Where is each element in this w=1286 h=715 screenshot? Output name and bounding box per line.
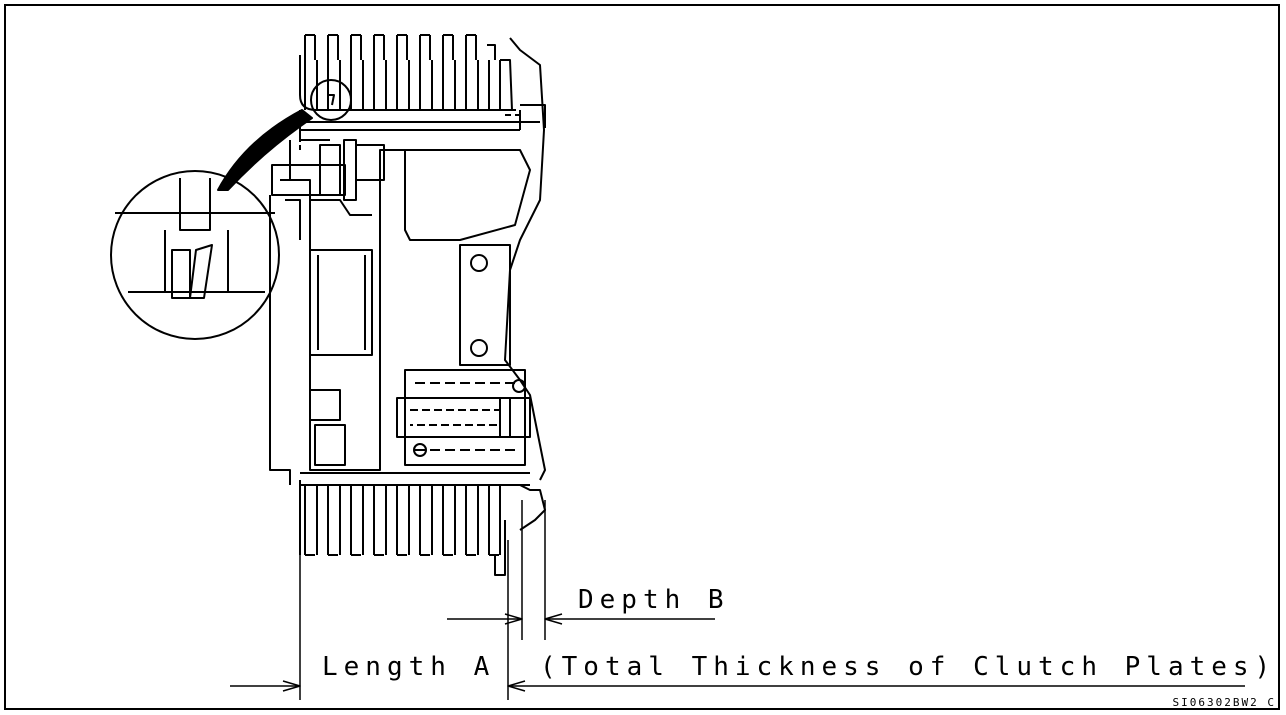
length-a-label: Length A (322, 652, 496, 682)
depth-b-label: Depth B (578, 585, 730, 615)
bottom-clutch-plates (299, 472, 546, 576)
total-thickness-label: (Total Thickness of Clutch Plates) (540, 652, 1277, 682)
top-clutch-plates (299, 34, 540, 141)
pushrod-assembly (396, 369, 531, 466)
clutch-housing (390, 37, 546, 481)
clutch-hub (269, 125, 395, 485)
detail-zoom-view (110, 109, 313, 340)
dimension-lines (230, 500, 1245, 700)
drawing-frame (4, 4, 1280, 710)
figure-code: SI06302BW2 C (1172, 696, 1276, 709)
